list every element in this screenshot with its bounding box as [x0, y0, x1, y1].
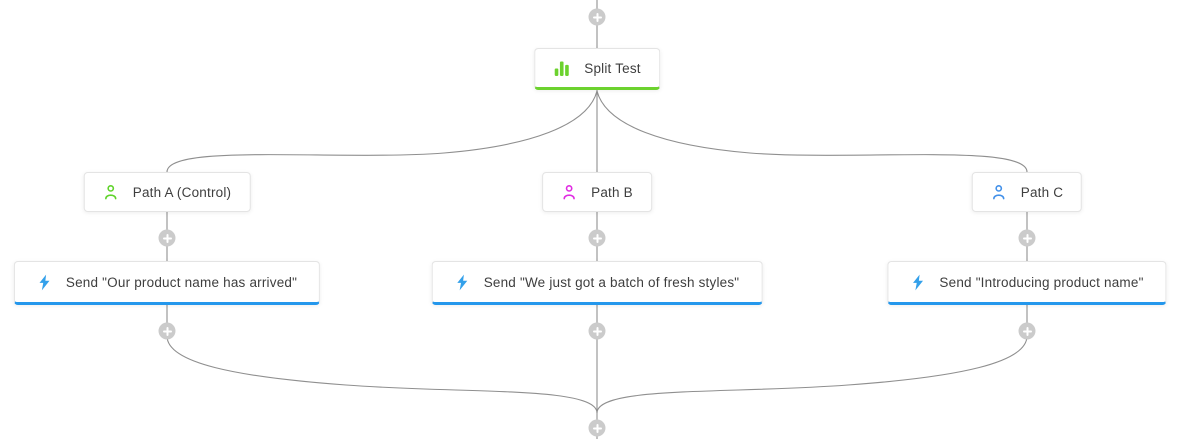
path-a-node[interactable]: Path A (Control) — [83, 172, 251, 212]
send-email-node-b[interactable]: Send "We just got a batch of fresh style… — [431, 261, 763, 305]
send-email-node-a[interactable]: Send "Our product name has arrived" — [13, 261, 321, 305]
add-step-button[interactable] — [1018, 322, 1036, 340]
person-icon — [991, 184, 1007, 200]
path-a-label: Path A (Control) — [132, 184, 232, 200]
split-test-node[interactable]: Split Test — [534, 48, 660, 90]
path-c-label: Path C — [1020, 184, 1064, 200]
bar-chart-icon — [553, 60, 570, 77]
send-email-label-a: Send "Our product name has arrived" — [65, 274, 298, 290]
add-step-button[interactable] — [158, 322, 176, 340]
lightning-icon — [37, 274, 52, 291]
lightning-icon — [455, 274, 470, 291]
split-test-label: Split Test — [584, 60, 641, 76]
send-email-label-c: Send "Introducing product name" — [939, 274, 1144, 290]
add-step-button[interactable] — [588, 419, 606, 437]
add-step-button[interactable] — [1018, 229, 1036, 247]
add-step-button[interactable] — [158, 229, 176, 247]
lightning-icon — [910, 274, 925, 291]
person-icon — [103, 184, 119, 200]
add-step-button[interactable] — [588, 322, 606, 340]
send-email-label-b: Send "We just got a batch of fresh style… — [483, 274, 740, 290]
send-email-node-c[interactable]: Send "Introducing product name" — [887, 261, 1167, 305]
path-b-node[interactable]: Path B — [542, 172, 652, 212]
add-step-button[interactable] — [588, 8, 606, 26]
add-step-button[interactable] — [588, 229, 606, 247]
path-b-label: Path B — [591, 184, 633, 200]
path-c-node[interactable]: Path C — [971, 172, 1083, 212]
person-icon — [561, 184, 577, 200]
